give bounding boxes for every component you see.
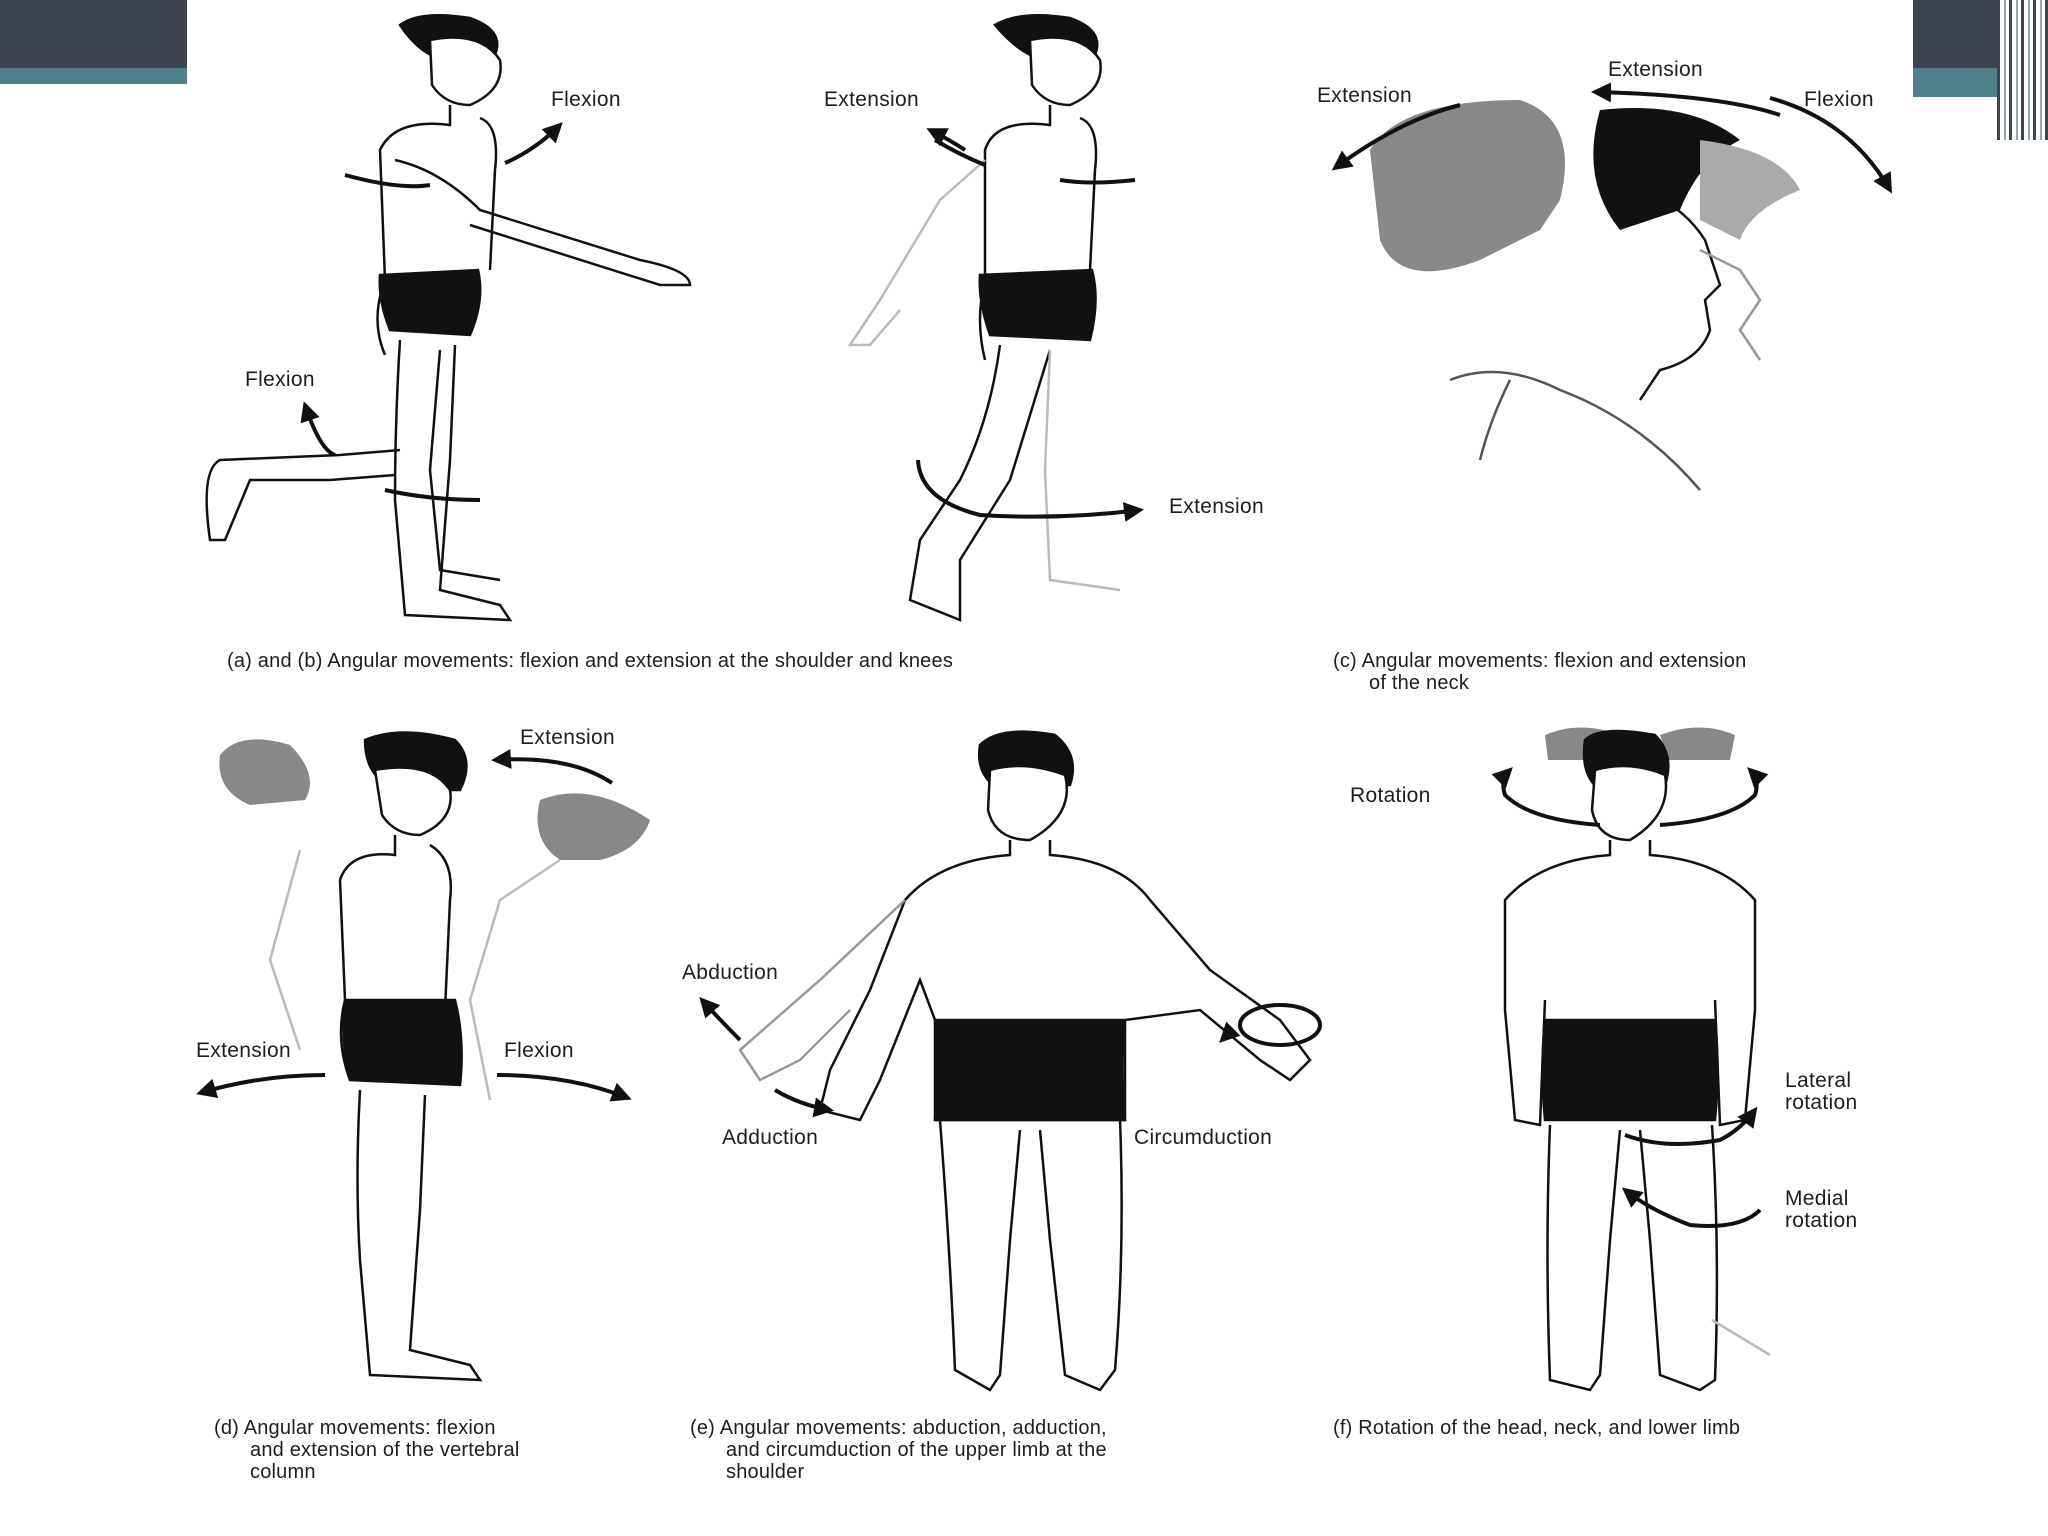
caption-d-line2: and extension of the vertebral	[250, 1439, 520, 1461]
corner-block-top-right	[1913, 0, 1997, 68]
label-f-rotation: Rotation	[1350, 784, 1431, 807]
caption-f-line1: (f) Rotation of the head, neck, and lowe…	[1333, 1417, 1741, 1439]
caption-d: (d) Angular movements: flexion and exten…	[214, 1417, 520, 1483]
caption-d-line1: (d) Angular movements: flexion	[214, 1417, 496, 1439]
caption-c-line1: (c) Angular movements: flexion and exten…	[1333, 650, 1747, 672]
label-e-circumduction: Circumduction	[1134, 1126, 1273, 1149]
label-a-leg-flexion: Flexion	[245, 368, 315, 391]
caption-ab-line1: (a) and (b) Angular movements: flexion a…	[227, 650, 954, 672]
corner-stripe-top-left	[0, 68, 187, 84]
figure-f-head-neck-limb-rotation	[1491, 727, 1771, 1392]
corner-lines-top-right	[1997, 0, 2048, 140]
caption-e: (e) Angular movements: abduction, adduct…	[690, 1417, 1107, 1483]
figure-d-vertebral-column-flexion-extension	[196, 731, 650, 1382]
caption-e-line2: and circumduction of the upper limb at t…	[726, 1439, 1107, 1461]
caption-c-line2: of the neck	[1369, 672, 1470, 694]
label-f-lateral-rotation-line1: Lateral	[1785, 1069, 1852, 1092]
label-d-flexion: Flexion	[504, 1039, 574, 1062]
label-a-flexion: Flexion	[551, 88, 621, 111]
label-f-medial-rotation-line2: rotation	[1785, 1209, 1858, 1232]
figure-b-shoulder-knee-extension	[847, 13, 1144, 622]
corner-block-top-left	[0, 0, 187, 68]
figure-c-neck-flexion-extension	[1331, 82, 1892, 491]
label-d-extension-top: Extension	[520, 726, 615, 749]
figure-a-shoulder-knee-flexion	[205, 13, 692, 622]
label-b-extension: Extension	[824, 88, 919, 111]
label-c-extension-left: Extension	[1317, 84, 1412, 107]
label-d-extension: Extension	[196, 1039, 291, 1062]
label-f-lateral-rotation-line2: rotation	[1785, 1091, 1858, 1114]
figure-e-abduction-adduction-circumduction	[699, 730, 1322, 1392]
label-c-extension-top: Extension	[1608, 58, 1703, 81]
label-c-flexion: Flexion	[1804, 88, 1874, 111]
label-b-leg-extension: Extension	[1169, 495, 1264, 518]
caption-f: (f) Rotation of the head, neck, and lowe…	[1333, 1417, 1740, 1439]
corner-stripe-top-right	[1913, 68, 1997, 97]
caption-d-line3: column	[250, 1461, 316, 1483]
caption-e-line1: (e) Angular movements: abduction, adduct…	[690, 1417, 1107, 1439]
label-e-abduction: Abduction	[682, 961, 779, 984]
caption-c: (c) Angular movements: flexion and exten…	[1333, 650, 1746, 694]
label-f-medial-rotation-line1: Medial	[1785, 1187, 1849, 1210]
caption-ab: (a) and (b) Angular movements: flexion a…	[227, 650, 953, 672]
caption-e-line3: shoulder	[726, 1461, 805, 1483]
label-e-adduction: Adduction	[722, 1126, 819, 1149]
